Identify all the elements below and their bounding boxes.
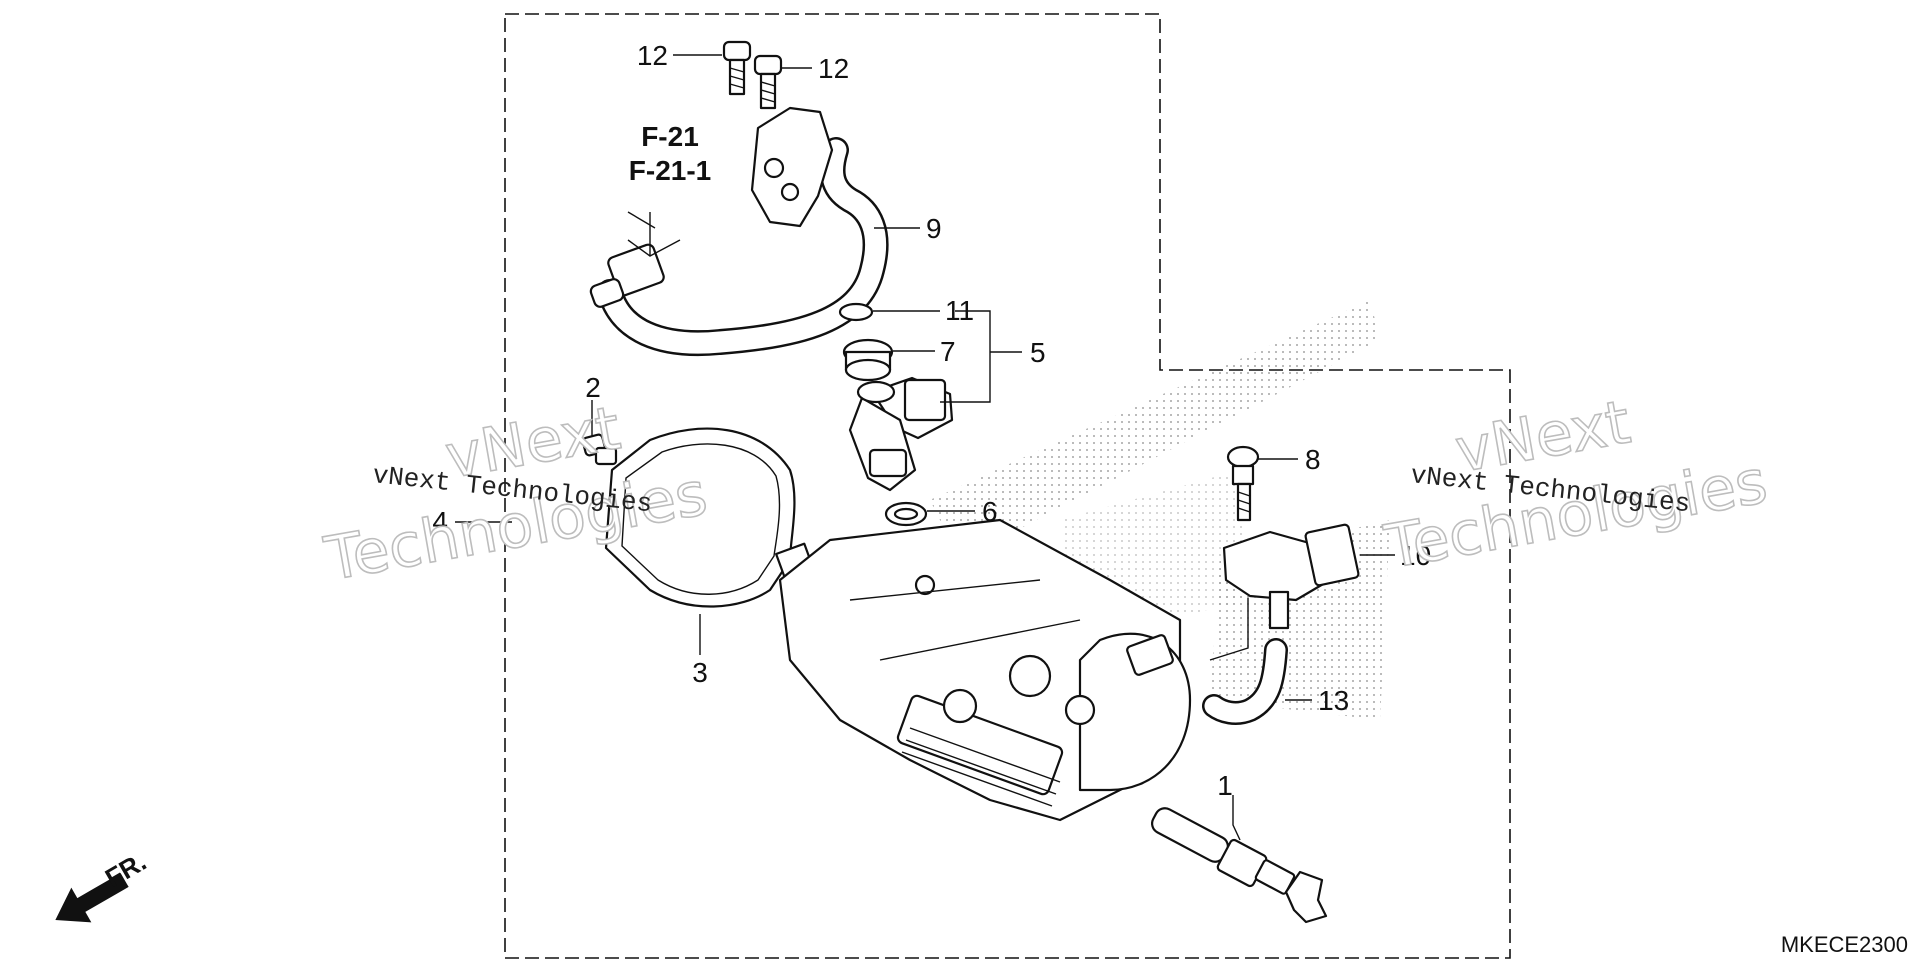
part-label-13: 13 — [1318, 685, 1349, 716]
part-label-10: 10 — [1400, 540, 1431, 571]
part-label-5: 5 — [1030, 337, 1046, 368]
part-label-9: 9 — [926, 213, 942, 244]
part-label-12-left: 12 — [637, 40, 668, 71]
fuel-hose-9 — [589, 106, 889, 357]
front-direction-arrow-icon — [55, 873, 129, 923]
injector-5 — [848, 376, 954, 492]
part-label-4: 4 — [432, 506, 448, 537]
part-label-3: 3 — [692, 657, 708, 688]
reference-labels: F-21 F-21-1 — [629, 121, 711, 186]
bolt-2 — [581, 433, 618, 466]
sensor-1 — [1151, 807, 1328, 924]
leader-lines — [455, 54, 1395, 841]
part-label-11: 11 — [945, 295, 974, 326]
part-label-1: 1 — [1217, 770, 1233, 801]
assembly-frame — [504, 13, 1511, 959]
ref-label-f21-1: F-21-1 — [629, 155, 711, 186]
part-label-8: 8 — [1305, 444, 1321, 475]
grommet-7 — [842, 338, 894, 382]
sensor-10 — [1222, 523, 1360, 630]
screw-8 — [1226, 445, 1260, 522]
cover-3 — [604, 427, 815, 608]
bolt-12-right — [753, 54, 783, 110]
part-label-7: 7 — [940, 336, 956, 367]
front-direction: FR. — [55, 846, 151, 923]
diagram-code: MKECE2300 — [1781, 932, 1908, 957]
throttle-body — [778, 518, 1192, 822]
bolt-12-left — [722, 40, 752, 96]
part-label-6: 6 — [982, 496, 998, 527]
part-labels: 1 2 3 4 5 6 7 8 9 10 11 12 12 13 — [432, 40, 1431, 801]
hose-13 — [1202, 638, 1288, 725]
part-label-12-right: 12 — [818, 53, 849, 84]
watermark-vnext-left: vNext — [440, 393, 625, 492]
part-label-2: 2 — [585, 372, 601, 403]
ref-label-f21: F-21 — [641, 121, 699, 152]
o-ring-11 — [838, 302, 874, 322]
